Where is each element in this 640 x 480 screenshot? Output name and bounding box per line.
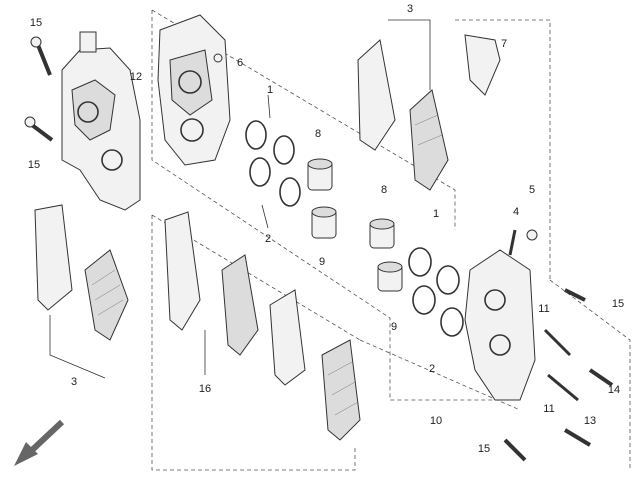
left-brake-pads bbox=[34, 204, 129, 379]
upper-brake-pads bbox=[357, 19, 449, 191]
callout-2: 2 bbox=[265, 233, 271, 245]
callout-6: 6 bbox=[237, 57, 243, 69]
front-direction-arrow-icon bbox=[14, 419, 65, 466]
upper-caliper-body bbox=[157, 14, 231, 166]
group-frames bbox=[151, 9, 631, 471]
lower-brake-pads bbox=[164, 211, 361, 441]
callout-14: 14 bbox=[608, 384, 620, 396]
callout-3: 3 bbox=[71, 376, 77, 388]
bracket-7 bbox=[464, 34, 501, 96]
callout-4: 4 bbox=[513, 206, 519, 218]
callout-9: 9 bbox=[391, 321, 397, 333]
callout-8: 8 bbox=[315, 128, 321, 140]
callout-16: 16 bbox=[199, 383, 211, 395]
callout-8: 8 bbox=[381, 184, 387, 196]
bleeder-valve bbox=[508, 229, 538, 256]
callout-2: 2 bbox=[429, 363, 435, 375]
pistons-upper bbox=[307, 158, 337, 239]
lower-caliper-body bbox=[464, 249, 536, 401]
callout-11: 11 bbox=[538, 303, 549, 315]
right-pins-bolts bbox=[503, 288, 614, 462]
callout-15: 15 bbox=[612, 298, 624, 310]
callout-15: 15 bbox=[28, 159, 40, 171]
callout-9: 9 bbox=[319, 256, 325, 268]
piston-seals-lower bbox=[408, 247, 464, 337]
callout-7: 7 bbox=[501, 38, 507, 50]
callout-15: 15 bbox=[30, 17, 42, 29]
piston-seals-upper bbox=[245, 94, 301, 229]
callout-15: 15 bbox=[478, 443, 490, 455]
bolt-15-lower bbox=[24, 116, 54, 142]
bolt-15-upper bbox=[30, 36, 52, 76]
pistons-lower bbox=[369, 218, 403, 292]
callout-10: 10 bbox=[430, 415, 442, 427]
callout-1: 1 bbox=[267, 84, 273, 96]
callout-5: 5 bbox=[529, 184, 535, 196]
callout-11: 11 bbox=[543, 403, 554, 415]
callout-12: 12 bbox=[130, 71, 142, 83]
callout-3: 3 bbox=[407, 3, 413, 15]
left-caliper-body bbox=[61, 31, 141, 211]
callout-13: 13 bbox=[584, 415, 596, 427]
callout-1: 1 bbox=[433, 208, 439, 220]
